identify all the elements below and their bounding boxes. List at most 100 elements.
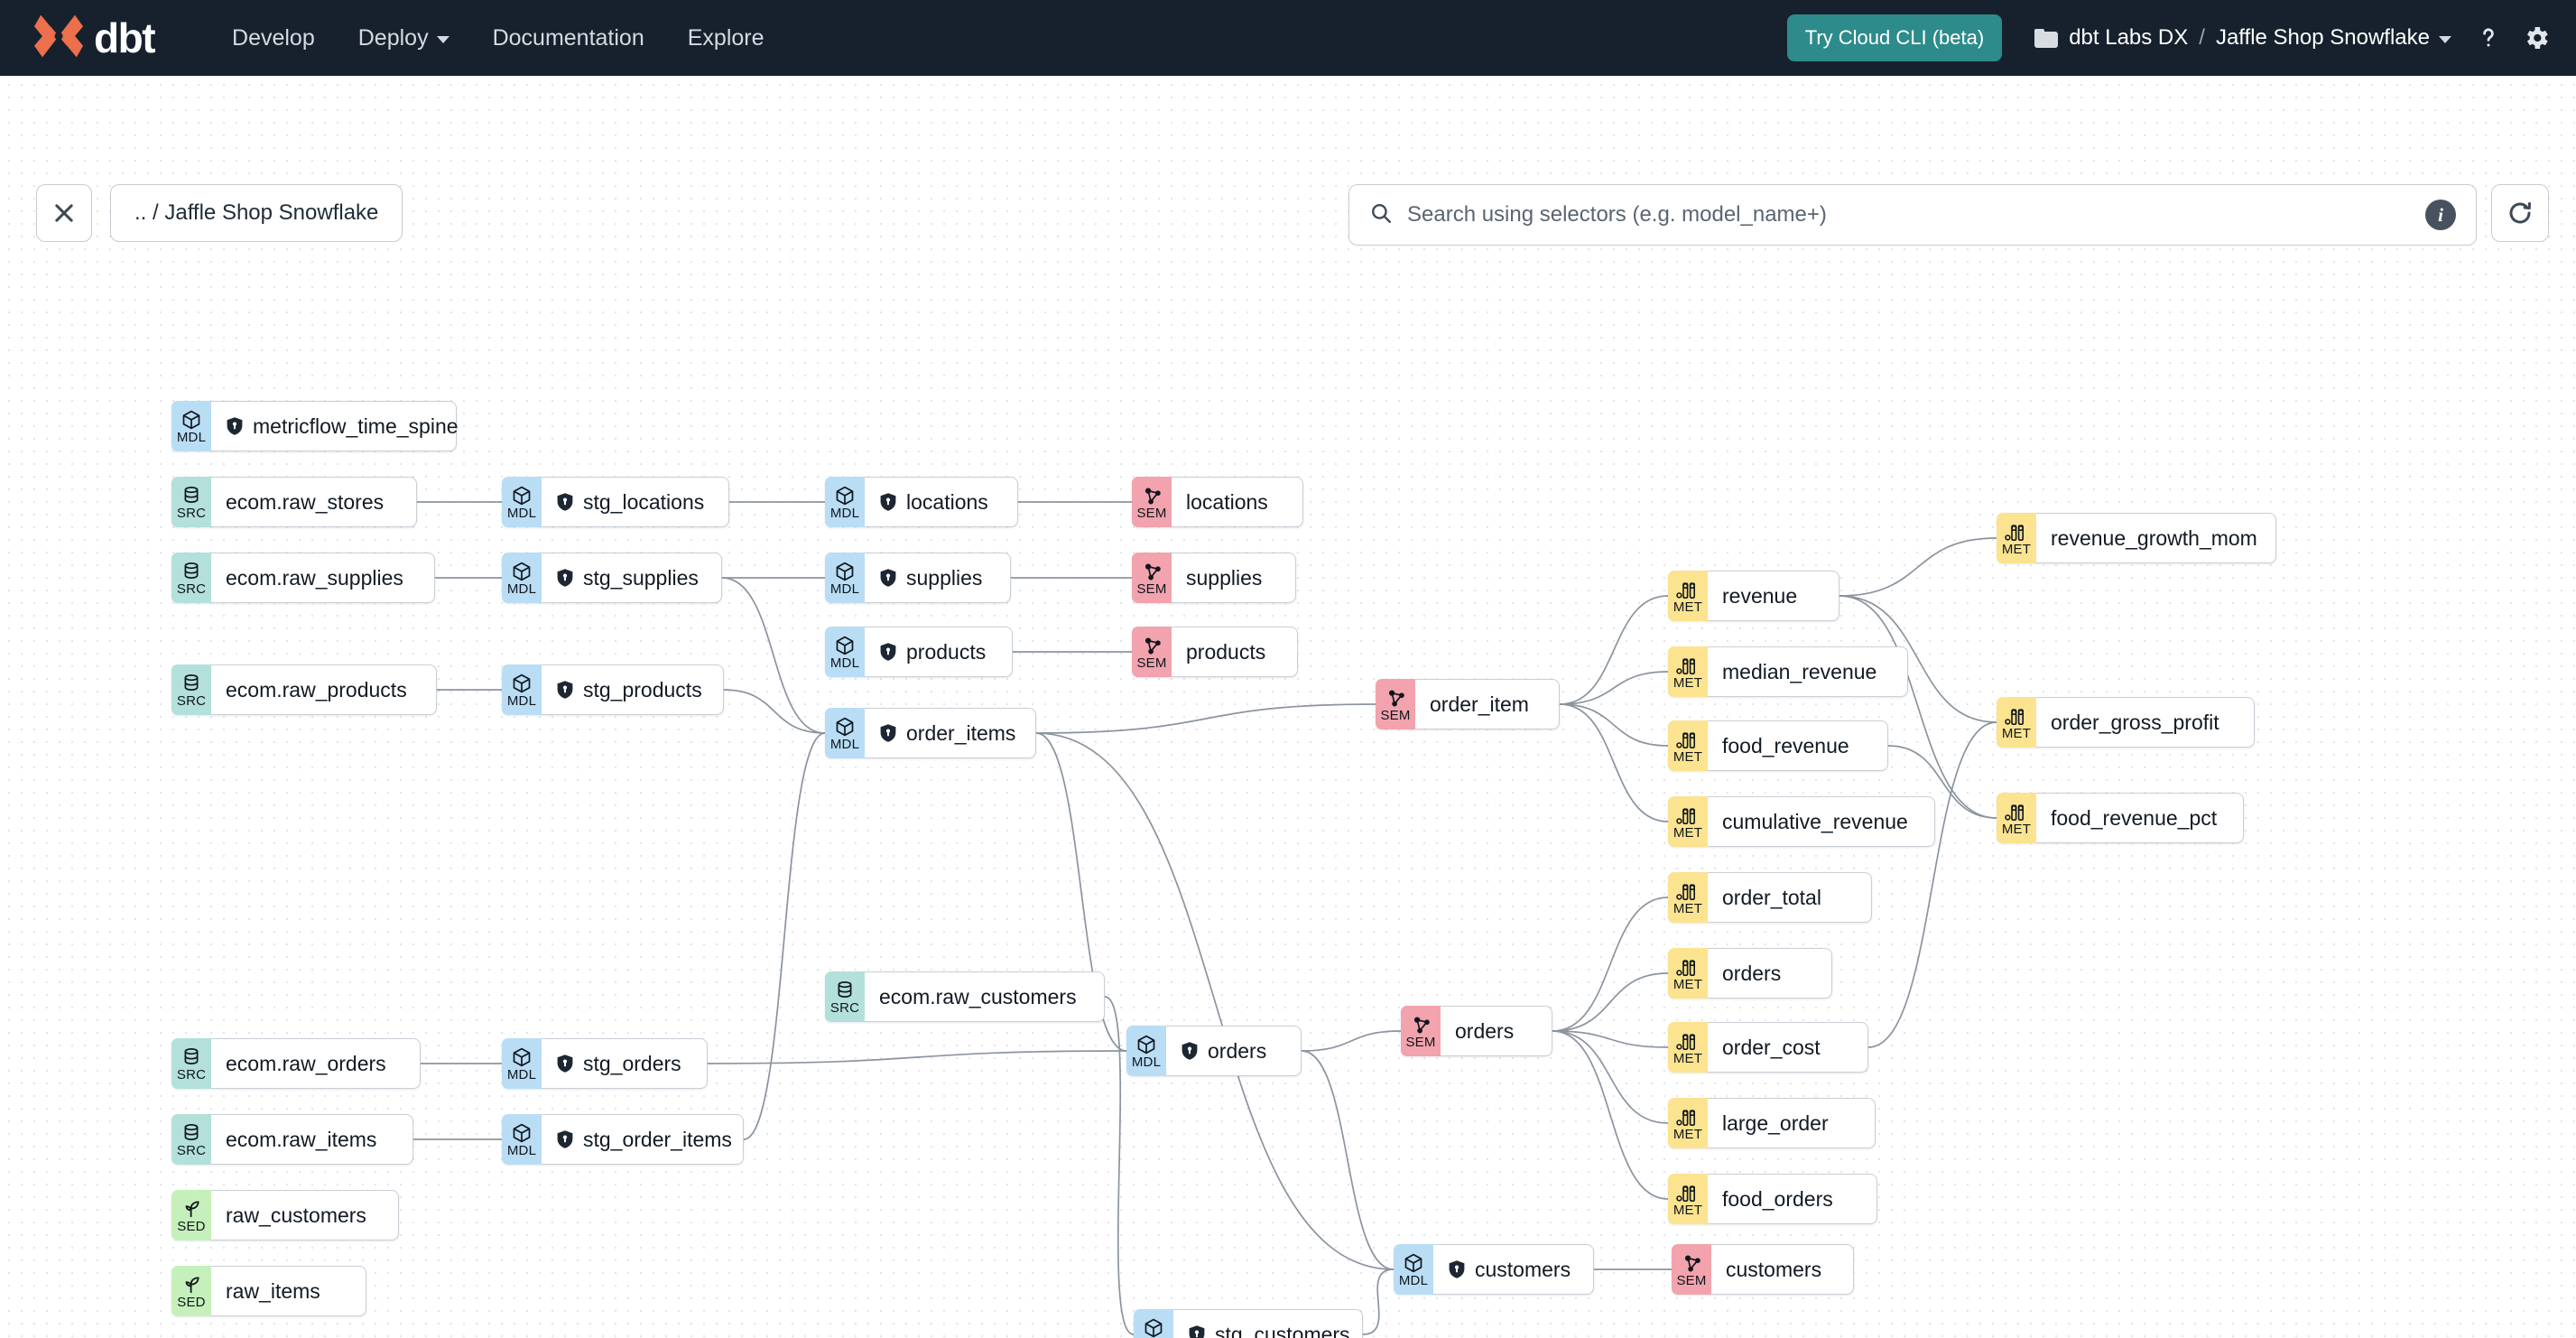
node-label: cumulative_revenue — [1722, 809, 1908, 833]
info-icon[interactable]: i — [2425, 200, 2456, 230]
graph-breadcrumb-chip[interactable]: .. / Jaffle Shop Snowflake — [110, 184, 403, 242]
close-button[interactable] — [36, 184, 92, 242]
refresh-button[interactable] — [2491, 184, 2549, 242]
node-type-label: SRC — [829, 999, 860, 1016]
help-icon[interactable] — [2475, 23, 2502, 53]
node-type-label: MET — [1673, 748, 1703, 765]
dbt-logo[interactable]: dbt — [32, 12, 156, 65]
node-type-label: MDL — [1398, 1272, 1429, 1288]
lineage-edge — [1839, 595, 1997, 723]
graph-node-stg_locations[interactable]: MDL stg_locations — [502, 477, 729, 527]
search-bar[interactable]: i — [1348, 184, 2477, 246]
search-input[interactable] — [1407, 202, 2411, 228]
node-type-label: MDL — [176, 429, 207, 445]
lineage-edges — [413, 501, 1997, 1335]
node-body: ecom.raw_items — [211, 1114, 413, 1165]
node-type-label: SEM — [1380, 707, 1411, 723]
database-icon — [834, 980, 856, 1001]
node-body: supplies — [1172, 553, 1296, 603]
graph-node-met_orders[interactable]: MET orders — [1668, 948, 1832, 999]
graph-node-stg_orders[interactable]: MDL stg_orders — [502, 1038, 708, 1089]
node-body: stg_orders — [542, 1038, 708, 1089]
nav-item-develop[interactable]: Develop — [210, 16, 337, 60]
node-type-label: SEM — [1676, 1272, 1707, 1288]
cube-icon — [510, 1047, 533, 1068]
node-body: order_cost — [1708, 1022, 1868, 1073]
node-type-badge-mdl: MDL — [502, 1038, 542, 1089]
project-selector[interactable]: Jaffle Shop Snowflake — [2216, 25, 2451, 51]
shield-icon — [556, 492, 574, 512]
nav-item-explore[interactable]: Explore — [666, 16, 786, 60]
node-type-badge-src: SRC — [171, 664, 211, 715]
graph-node-order_items[interactable]: MDL order_items — [825, 708, 1036, 758]
graph-node-stg_supplies[interactable]: MDL stg_supplies — [502, 553, 722, 603]
graph-node-products[interactable]: MDL products — [825, 627, 1013, 677]
node-type-label: MDL — [506, 692, 537, 709]
shield-icon — [879, 568, 897, 588]
graph-node-stg_products[interactable]: MDL stg_products — [502, 664, 724, 715]
graph-node-metricflow_time_spine[interactable]: MDL metricflow_time_spine — [171, 401, 459, 451]
bar-chart-icon — [1676, 730, 1700, 750]
lineage-edge — [707, 1050, 1127, 1064]
lineage-edge — [1559, 671, 1669, 705]
semantic-graph-icon — [1681, 1254, 1703, 1274]
graph-node-customers_mdl[interactable]: MDL customers — [1394, 1244, 1594, 1295]
node-type-badge-met: MET — [1997, 793, 2036, 843]
graph-node-locations[interactable]: MDL locations — [825, 477, 1018, 527]
graph-node-stg_customers[interactable]: MDL stg_customers — [1134, 1309, 1363, 1338]
nav-label: Deploy — [357, 24, 429, 51]
node-body: customers — [1711, 1244, 1854, 1295]
node-type-badge-mdl: MDL — [502, 477, 542, 527]
graph-node-supplies[interactable]: MDL supplies — [825, 553, 1011, 603]
graph-node-stg_order_items[interactable]: MDL stg_order_items — [502, 1114, 744, 1165]
node-label: orders — [1722, 961, 1782, 985]
node-label: products — [1186, 639, 1266, 664]
node-body: products — [1172, 627, 1298, 677]
nav-item-documentation[interactable]: Documentation — [471, 16, 666, 60]
database-icon — [181, 486, 202, 506]
nav-item-deploy[interactable]: Deploy — [337, 16, 471, 60]
try-cloud-cli-button[interactable]: Try Cloud CLI (beta) — [1786, 14, 2003, 61]
node-type-badge-mdl: MDL — [1134, 1309, 1173, 1338]
nav-label: Explore — [687, 24, 764, 51]
search-icon — [1369, 201, 1393, 229]
node-body: order_gross_profit — [2036, 697, 2255, 748]
project-name: Jaffle Shop Snowflake — [2215, 25, 2430, 50]
shield-icon — [879, 492, 897, 512]
graph-node-orders_mdl[interactable]: MDL orders — [1126, 1026, 1302, 1076]
shield-icon — [1448, 1259, 1466, 1279]
node-type-label: MET — [1673, 900, 1703, 916]
gear-icon[interactable] — [2522, 23, 2551, 52]
node-type-badge-src: SRC — [171, 1114, 211, 1165]
lineage-edge — [1035, 732, 1395, 1270]
semantic-graph-icon — [1141, 636, 1163, 656]
node-type-label: MET — [1673, 976, 1703, 992]
account-name[interactable]: dbt Labs DX — [2069, 25, 2189, 50]
